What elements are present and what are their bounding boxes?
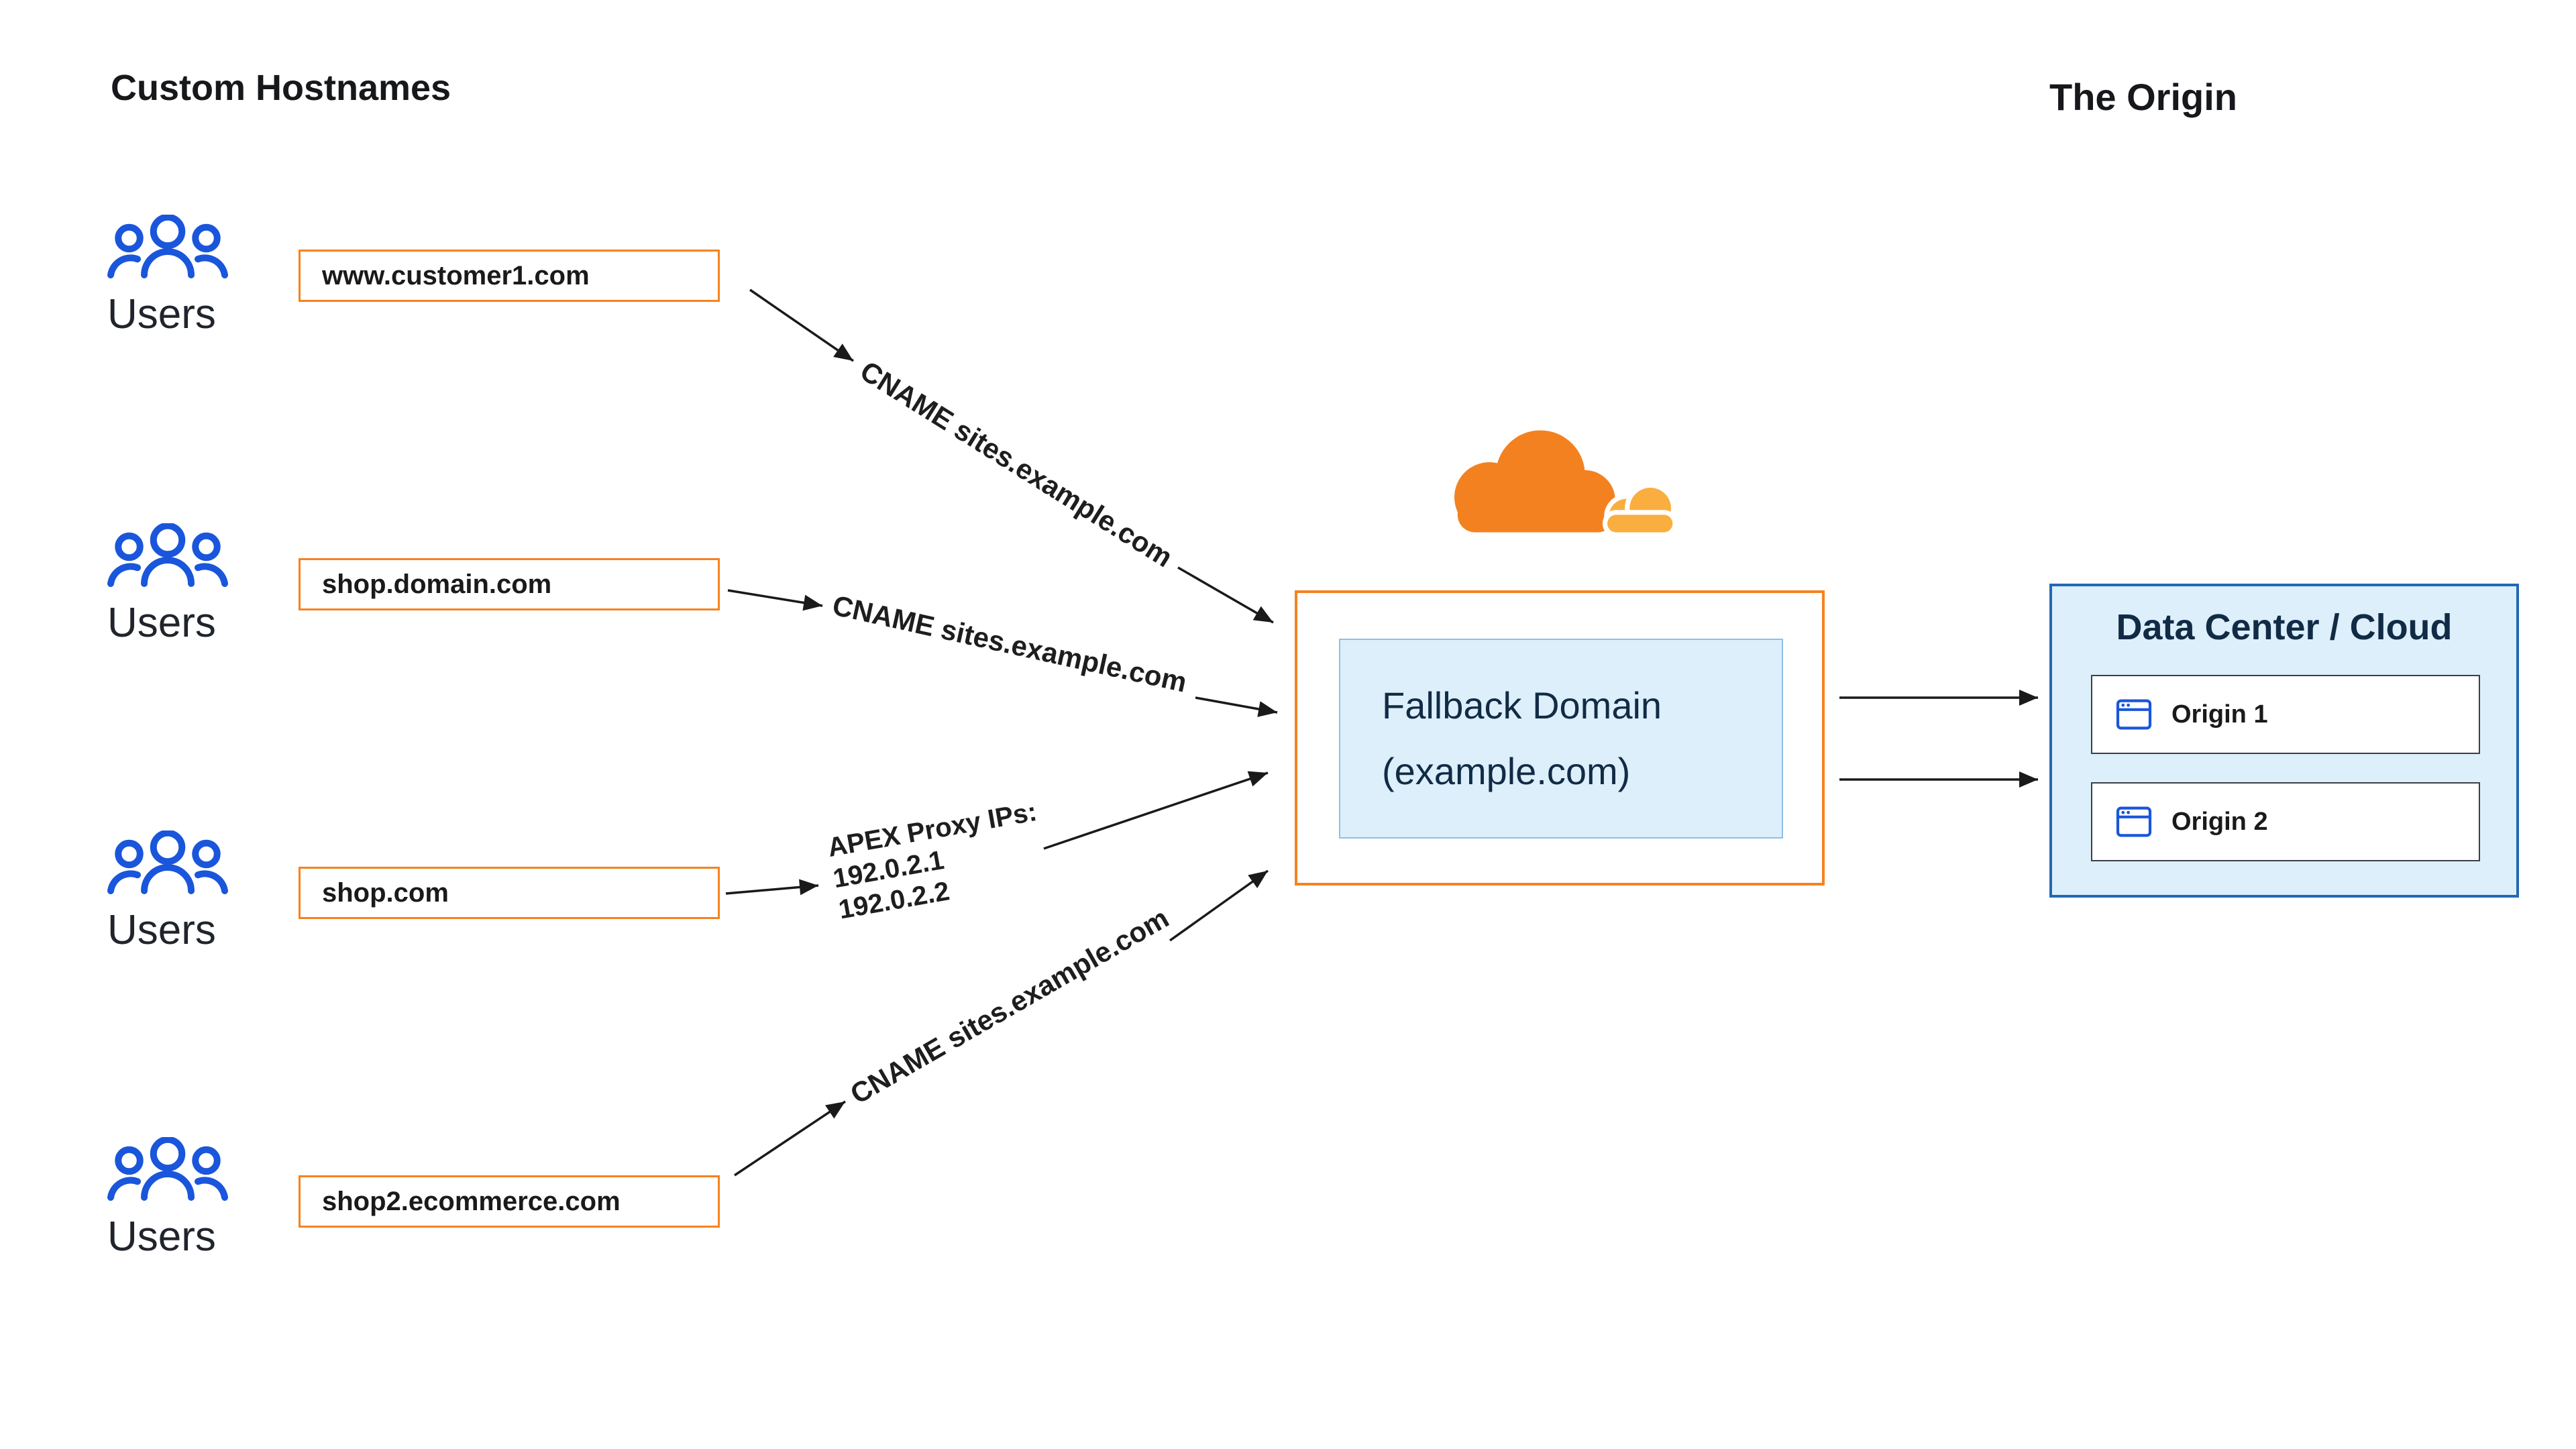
users-label: Users bbox=[107, 291, 216, 337]
arrow-apex-seg2 bbox=[1043, 771, 1269, 850]
the-origin-title: The Origin bbox=[2049, 76, 2237, 118]
hostname-box-shop-domain: shop.domain.com bbox=[299, 558, 720, 610]
origin-1-label: Origin 1 bbox=[2171, 700, 2268, 729]
user-group-2: Users bbox=[107, 523, 255, 647]
users-label: Users bbox=[107, 1214, 216, 1260]
data-center-box: Data Center / Cloud Origin 1 Origin 2 bbox=[2049, 584, 2519, 898]
data-center-title: Data Center / Cloud bbox=[2116, 607, 2453, 647]
users-icon bbox=[107, 830, 228, 894]
cname-label-bottom: CNAME sites.example.com bbox=[845, 902, 1174, 1110]
origin-2-label: Origin 2 bbox=[2171, 807, 2268, 836]
arrow-cname-bottom-seg1 bbox=[734, 1100, 846, 1177]
arrow-cname-mid-seg2 bbox=[1195, 696, 1278, 717]
user-group-3: Users bbox=[107, 830, 255, 954]
fallback-domain-line1: Fallback Domain bbox=[1382, 684, 1662, 727]
hostname-label: www.customer1.com bbox=[322, 260, 590, 290]
fallback-domain-line2: (example.com) bbox=[1382, 750, 1631, 792]
user-group-4: Users bbox=[107, 1137, 255, 1260]
arrow-cname-top-seg1 bbox=[749, 288, 854, 362]
arrow-apex-seg1 bbox=[725, 879, 819, 896]
apex-proxy-label: APEX Proxy IPs: 192.0.2.1 192.0.2.2 bbox=[825, 796, 1050, 926]
hostname-box-shop: shop.com bbox=[299, 867, 720, 919]
hostname-label: shop.com bbox=[322, 877, 449, 908]
user-group-1: Users bbox=[107, 215, 255, 338]
hostname-box-shop2-ecommerce: shop2.ecommerce.com bbox=[299, 1175, 720, 1228]
users-icon bbox=[107, 215, 228, 278]
arrow-cname-bottom-seg2 bbox=[1169, 869, 1269, 942]
users-label: Users bbox=[107, 907, 216, 953]
browser-window-icon bbox=[2116, 699, 2152, 730]
arrow-cname-top-seg2 bbox=[1177, 566, 1274, 624]
hostname-label: shop.domain.com bbox=[322, 569, 552, 599]
custom-hostnames-title: Custom Hostnames bbox=[111, 68, 451, 108]
cname-label-top: CNAME sites.example.com bbox=[855, 354, 1179, 574]
users-icon bbox=[107, 1137, 228, 1201]
browser-window-icon bbox=[2116, 806, 2152, 837]
hostname-label: shop2.ecommerce.com bbox=[322, 1186, 621, 1216]
arrow-cname-mid-seg1 bbox=[727, 589, 823, 611]
fallback-domain-outer-box: Fallback Domain (example.com) bbox=[1295, 590, 1825, 885]
origin-2-box: Origin 2 bbox=[2091, 782, 2480, 861]
cloudflare-logo-icon bbox=[1454, 430, 1678, 539]
cname-label-middle: CNAME sites.example.com bbox=[829, 589, 1190, 698]
hostname-box-customer1: www.customer1.com bbox=[299, 250, 720, 302]
origin-1-box: Origin 1 bbox=[2091, 675, 2480, 754]
users-label: Users bbox=[107, 600, 216, 646]
fallback-domain-box: Fallback Domain (example.com) bbox=[1339, 639, 1783, 839]
users-icon bbox=[107, 523, 228, 587]
